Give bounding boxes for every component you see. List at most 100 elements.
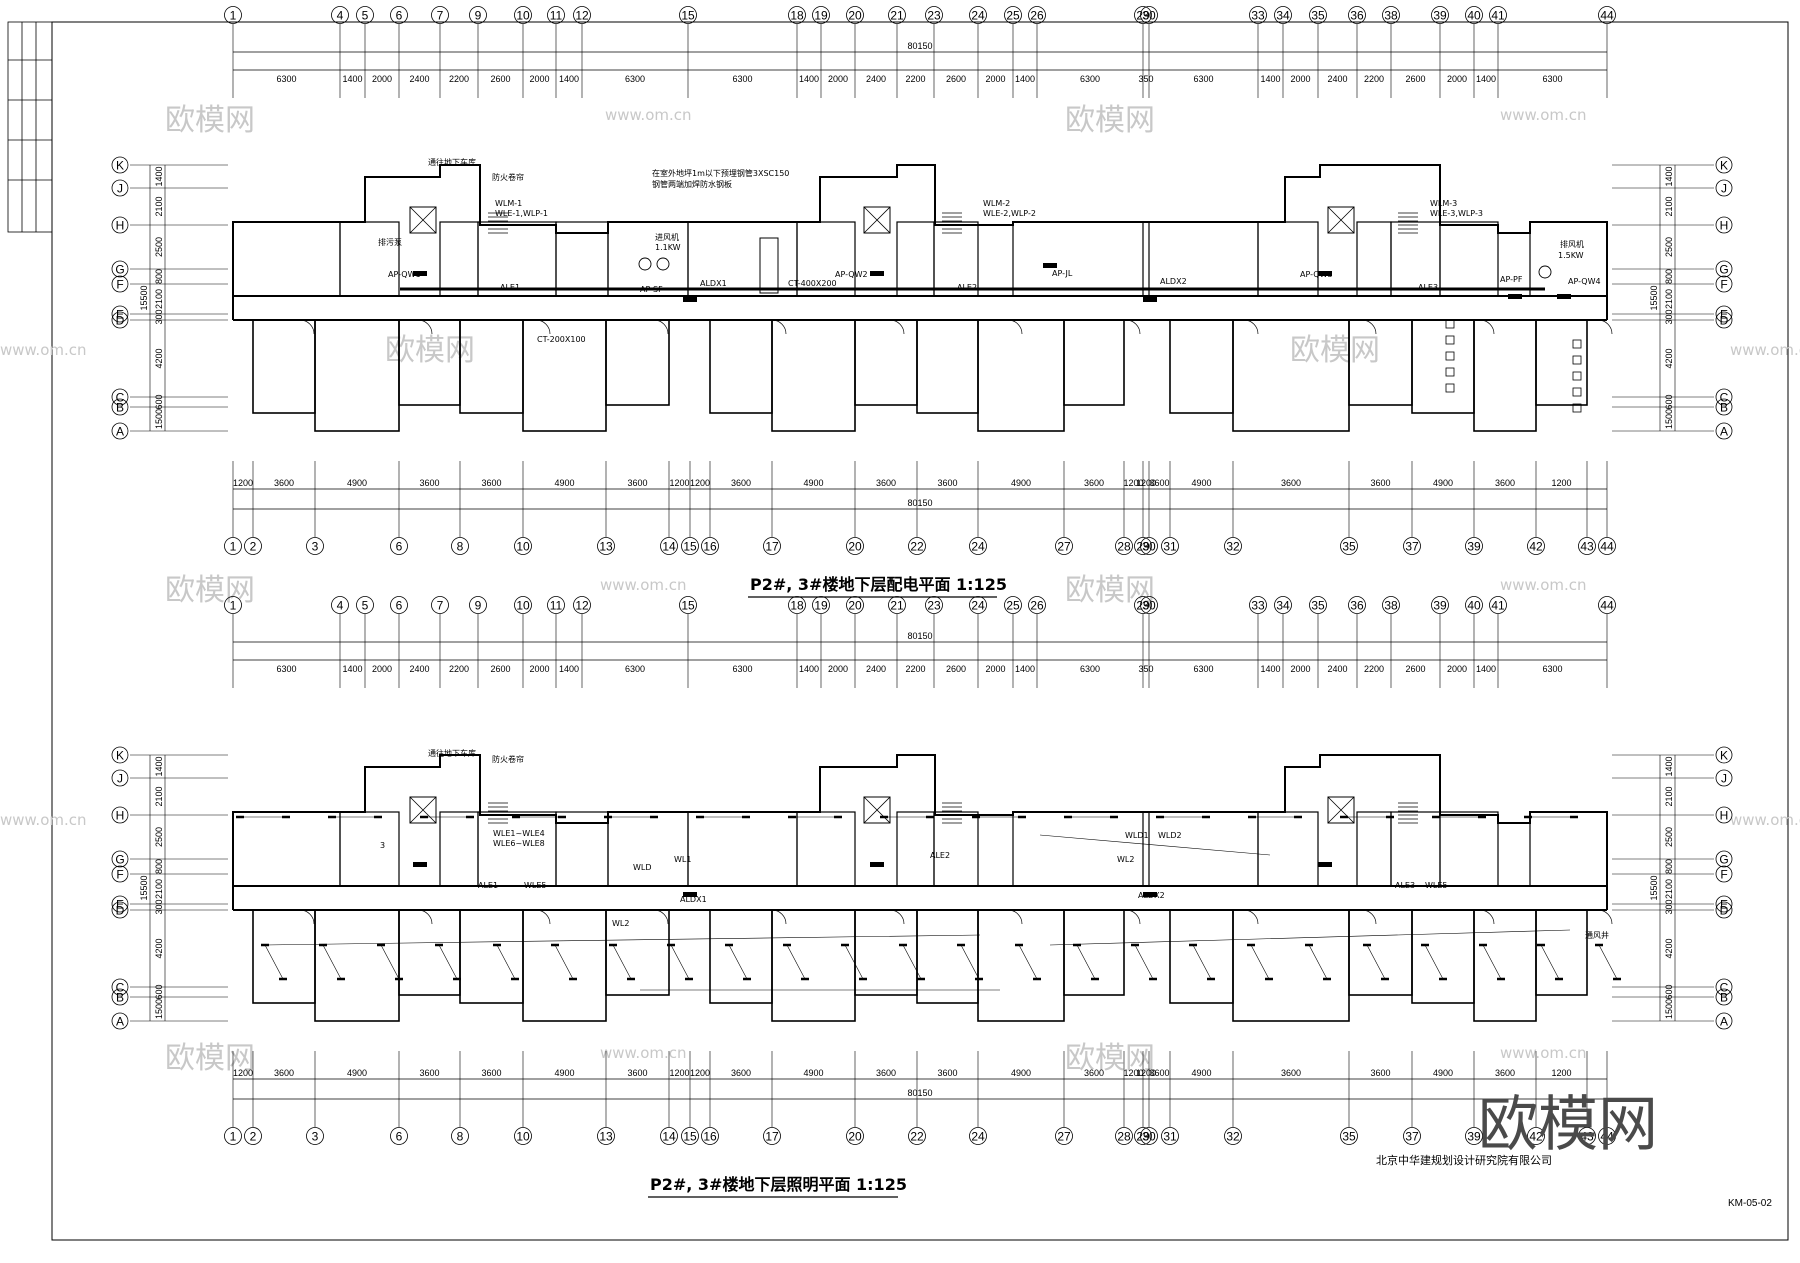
dimension-text: 2200 [905,664,925,674]
distribution-panel [870,271,884,276]
row-dimension-text: 2100 [154,786,164,806]
axis-bubble [1403,1127,1421,1145]
row-dimension-text: 4200 [154,938,164,958]
lighting-circuit [1540,944,1560,980]
axis-bubble [1249,596,1267,614]
svg-text:欧模网: 欧模网 [165,1041,255,1076]
axis-label: 10 [516,599,530,613]
svg-text:欧模网: 欧模网 [1065,103,1155,138]
door-swing [1479,319,1495,335]
axis-bubble [969,537,987,555]
south-room [709,319,773,414]
dimension-text: 4900 [1433,1068,1453,1078]
axis-bubble [1431,6,1449,24]
row-dimension-text: 600 [154,394,164,409]
dimension-text: 1200 [1551,1068,1571,1078]
north-room [339,221,400,297]
axis-label: 37 [1405,1130,1419,1144]
axis-bubble [597,1127,615,1145]
north-room [1356,811,1392,887]
axis-label: 5 [362,599,369,613]
plan-annotation: 防火卷帘 [492,172,524,182]
door-swing [771,909,787,925]
axis-bubble [908,1127,926,1145]
north-room [933,811,979,887]
dimension-text: 1400 [1260,664,1280,674]
door-swing [535,319,551,335]
dimension-text: 6300 [625,74,645,84]
south-room [252,909,316,1004]
axis-label: 28 [1117,540,1131,554]
dimension-text: 2400 [409,74,429,84]
row-dimension-text: 4200 [1664,348,1674,368]
south-room [916,909,979,1004]
axis-label: 42 [1529,540,1543,554]
row-axis-label: G [1719,853,1728,867]
dimension-text: 6300 [1193,664,1213,674]
axis-bubble [390,596,408,614]
axis-bubble [1140,596,1158,614]
axis-label: 39 [1467,1130,1481,1144]
axis-label: 3 [312,540,319,554]
axis-label: 21 [890,9,904,23]
axis-label: 21 [890,599,904,613]
axis-bubble [1403,537,1421,555]
axis-label: 11 [550,599,563,613]
svg-text:www.om.cn: www.om.cn [0,341,87,359]
axis-label: 19 [814,9,828,23]
dimension-text: 3600 [1370,1068,1390,1078]
overall-dimension: 80150 [907,498,932,508]
watermark-layer: 欧模网 www.om.cn 欧模网 www.om.cn 欧模网 欧模网 www.… [0,103,1800,1076]
axis-label: 2 [250,1130,257,1144]
axis-bubble [1161,1127,1179,1145]
axis-label: 39 [1433,9,1447,23]
plan-annotation: ALE2 [957,283,977,292]
row-axis-label: H [116,809,125,823]
axis-label: 37 [1405,540,1419,554]
axis-label: 4 [337,599,344,613]
plan-annotation: AP-QW2 [835,270,868,279]
dimension-text: 2000 [1290,74,1310,84]
dimension-text: 2200 [1364,664,1384,674]
row-dimension-text: 2500 [154,237,164,257]
brand-logo: 欧模网 [1478,1090,1658,1160]
row-dimension-text: 4200 [1664,938,1674,958]
south-room [398,909,461,996]
axis-label: 30 [1142,9,1156,23]
row-dimension-text: 1500 [1664,409,1674,429]
axis-bubble [1274,6,1292,24]
row-axis-label: H [1720,809,1729,823]
plan-annotation: WLE-1,WLP-1 [495,209,548,218]
row-axis-bubble [111,216,129,234]
axis-bubble [514,596,532,614]
dimension-text: 4900 [554,1068,574,1078]
axis-label: 7 [437,9,444,23]
row-axis-bubble [111,422,129,440]
axis-bubble [547,6,565,24]
dimension-text: 6300 [1080,74,1100,84]
north-room [1257,811,1319,887]
row-axis-label: D [116,314,125,328]
axis-label: 10 [516,1130,530,1144]
distribution-panel [1508,294,1522,299]
plan-annotation: WLM-1 [495,199,522,208]
dimension-text: 2600 [490,664,510,674]
south-room [1411,319,1475,414]
dimension-text: 4900 [1191,478,1211,488]
axis-bubble [969,6,987,24]
axis-label: 7 [437,599,444,613]
plan-annotation: WLD2 [1158,831,1182,840]
plan-annotation: WLE-3,WLP-3 [1430,209,1483,218]
plan-annotation: 1.5KW [1558,251,1584,260]
row-axis-bubble [111,179,129,197]
row-axis-bubble [111,978,129,996]
lighting-circuit [612,944,632,980]
axis-bubble [1340,1127,1358,1145]
dimension-text: 1200 [1123,1068,1143,1078]
row-axis-bubble [111,769,129,787]
south-room [1473,909,1537,1022]
dimension-text: 2000 [828,74,848,84]
row-axis-label: G [115,263,124,277]
axis-label: 41 [1491,599,1505,613]
toilet-fixture [1572,355,1582,365]
